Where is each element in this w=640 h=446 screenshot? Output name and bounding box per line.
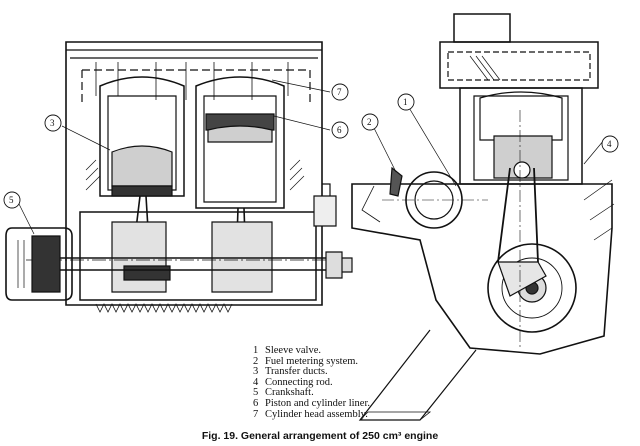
legend-number: 4: [253, 376, 259, 388]
legend-text: Fuel metering system.: [265, 355, 359, 367]
legend-number: 5: [253, 387, 259, 399]
callout-7-circle: [331, 83, 349, 101]
legend-number: 7: [253, 408, 259, 420]
legend-item: 7 Cylinder head assembly.: [253, 408, 370, 421]
legend-text: Piston and cylinder liner.: [265, 397, 370, 409]
figure-caption: Fig. 19. General arrangement of 250 cm³ …: [201, 430, 439, 442]
callout-leaders: [17, 79, 605, 235]
legend-item: 6 Piston and cylinder liner.: [253, 397, 370, 410]
callout-7: 7: [337, 87, 342, 97]
callout-markers: [3, 83, 619, 209]
legend-number: 6: [253, 397, 259, 409]
legend-text: Cylinder head assembly.: [265, 408, 368, 420]
legend-text: Sleeve valve.: [265, 345, 321, 356]
callout-2: 2: [367, 117, 372, 127]
legend-item: 5 Crankshaft.: [253, 388, 370, 399]
longitudinal-section: [5, 41, 353, 313]
legend-number: 1: [253, 345, 259, 356]
callout-2-circle: [361, 113, 379, 131]
legend-text: Crankshaft.: [265, 387, 314, 399]
legend-text: Connecting rod.: [265, 376, 333, 388]
legend-number: 2: [253, 355, 259, 367]
cross-section: [351, 13, 615, 421]
legend-number: 3: [253, 366, 259, 378]
callout-5: 5: [9, 195, 14, 205]
legend-text: Transfer ducts.: [265, 366, 328, 378]
callout-numbers: 7 6 3 5 1 2 4: [9, 87, 612, 205]
callout-4: 4: [607, 139, 612, 149]
legend-item: 4 Connecting rod.: [253, 376, 370, 389]
callout-3-circle: [44, 114, 62, 132]
legend-item: 3 Transfer ducts.: [253, 366, 370, 378]
callout-1-circle: [397, 93, 415, 111]
callout-5-circle: [3, 191, 21, 209]
callout-1: 1: [403, 97, 408, 107]
legend-item: 1 Sleeve valve.: [253, 345, 370, 357]
callout-6: 6: [337, 125, 342, 135]
callout-6-circle: [331, 121, 349, 139]
callout-4-circle: [601, 135, 619, 153]
callout-3: 3: [50, 118, 55, 128]
legend-item: 2 Fuel metering system.: [253, 355, 370, 368]
